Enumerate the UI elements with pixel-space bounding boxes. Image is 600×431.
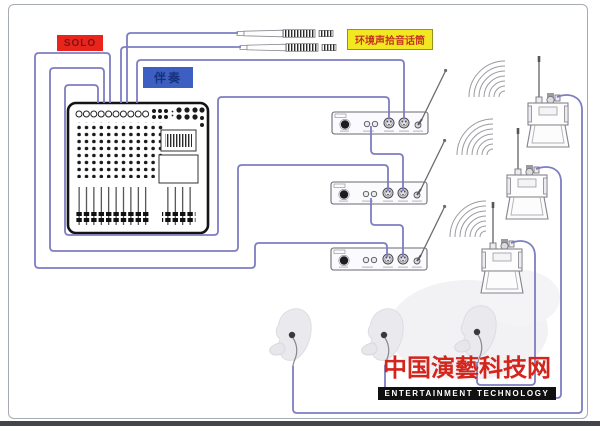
- cable-tx2-to-tx3: [370, 198, 404, 257]
- cable-mixer-loop-to-tx2: [49, 67, 389, 252]
- ambient-microphone-2: [239, 43, 337, 52]
- bottom-divider: [0, 421, 600, 426]
- mixing-console: [66, 101, 210, 235]
- wireless-arcs-3: [449, 200, 487, 238]
- bodypack-receiver-1: [525, 54, 571, 149]
- cable-group: [34, 32, 583, 414]
- cable-mic1-to-mixer: [126, 32, 238, 103]
- iem-transmitter-3: [330, 203, 448, 271]
- page-border: [8, 4, 588, 419]
- cable-mixer-loop-to-tx1: [64, 84, 390, 236]
- logo-chinese-title: 中国演藝科技网: [383, 355, 551, 382]
- site-logo: 中国演藝科技网 ENTERTAINMENT TECHNOLOGY: [378, 352, 556, 400]
- in-ear-monitor-1: [269, 308, 312, 367]
- ambient-microphone-1: [236, 29, 334, 38]
- wireless-arcs-2: [456, 118, 494, 156]
- cable-rx3-to-iem3: [476, 240, 536, 386]
- cable-mixer-loop-to-tx3: [34, 52, 388, 269]
- cable-mic2-to-mixer: [120, 46, 241, 103]
- ambient-mic-label: 环境声拾音话筒: [347, 29, 433, 50]
- solo-label: SOLO: [57, 35, 103, 51]
- wireless-arcs-1: [468, 60, 506, 98]
- cable-mixer-to-tx1-b: [136, 59, 405, 119]
- logo-banner: ENTERTAINMENT TECHNOLOGY: [378, 386, 556, 400]
- cable-tx1-to-tx2: [370, 126, 404, 191]
- cable-rx1-to-iem1: [292, 94, 583, 414]
- accompaniment-label: 伴奏: [143, 67, 193, 88]
